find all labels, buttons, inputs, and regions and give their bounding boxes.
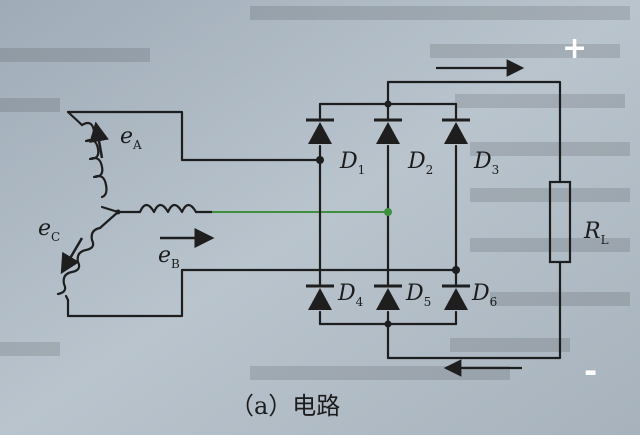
negative-lead [386, 260, 562, 360]
label-d4: D4 [337, 281, 364, 309]
diode-d4-icon [306, 284, 334, 310]
rectifier-bridge [306, 80, 562, 360]
label-d3: D3 [473, 149, 499, 177]
neutral-point [115, 209, 121, 215]
label-d2: D2 [407, 149, 433, 177]
lead-c [66, 268, 458, 318]
label-eb: eB [158, 243, 180, 271]
label-ec: eC [38, 216, 60, 244]
emf-arrows [60, 121, 215, 275]
minus-sign: - [584, 352, 597, 390]
plus-sign: + [562, 31, 587, 66]
figure-caption: （a）电路 [230, 392, 340, 420]
diode-d5-icon [374, 284, 402, 310]
positive-lead [386, 80, 562, 184]
arrow-ea-icon [89, 121, 109, 159]
arrow-ec-icon [60, 237, 84, 275]
label-d5: D5 [405, 281, 431, 309]
junction-a [316, 156, 324, 164]
label-d1: D1 [339, 149, 365, 177]
junction-bottom [384, 320, 392, 328]
junction-c [452, 266, 460, 274]
lead-a [66, 110, 322, 162]
label-ea: eA [120, 124, 142, 152]
junction-top [384, 100, 392, 108]
phase-leads [66, 110, 458, 318]
label-rl: RL [583, 219, 609, 247]
diode-d6-icon [442, 284, 470, 310]
junction-b [384, 208, 392, 216]
diode-d1-icon [306, 118, 334, 144]
label-d6: D6 [471, 281, 497, 309]
winding-b [116, 203, 214, 214]
resistor-rl-icon [548, 180, 572, 264]
diode-d3-icon [442, 118, 470, 144]
current-arrows [436, 59, 525, 377]
diode-d2-icon [374, 118, 402, 144]
